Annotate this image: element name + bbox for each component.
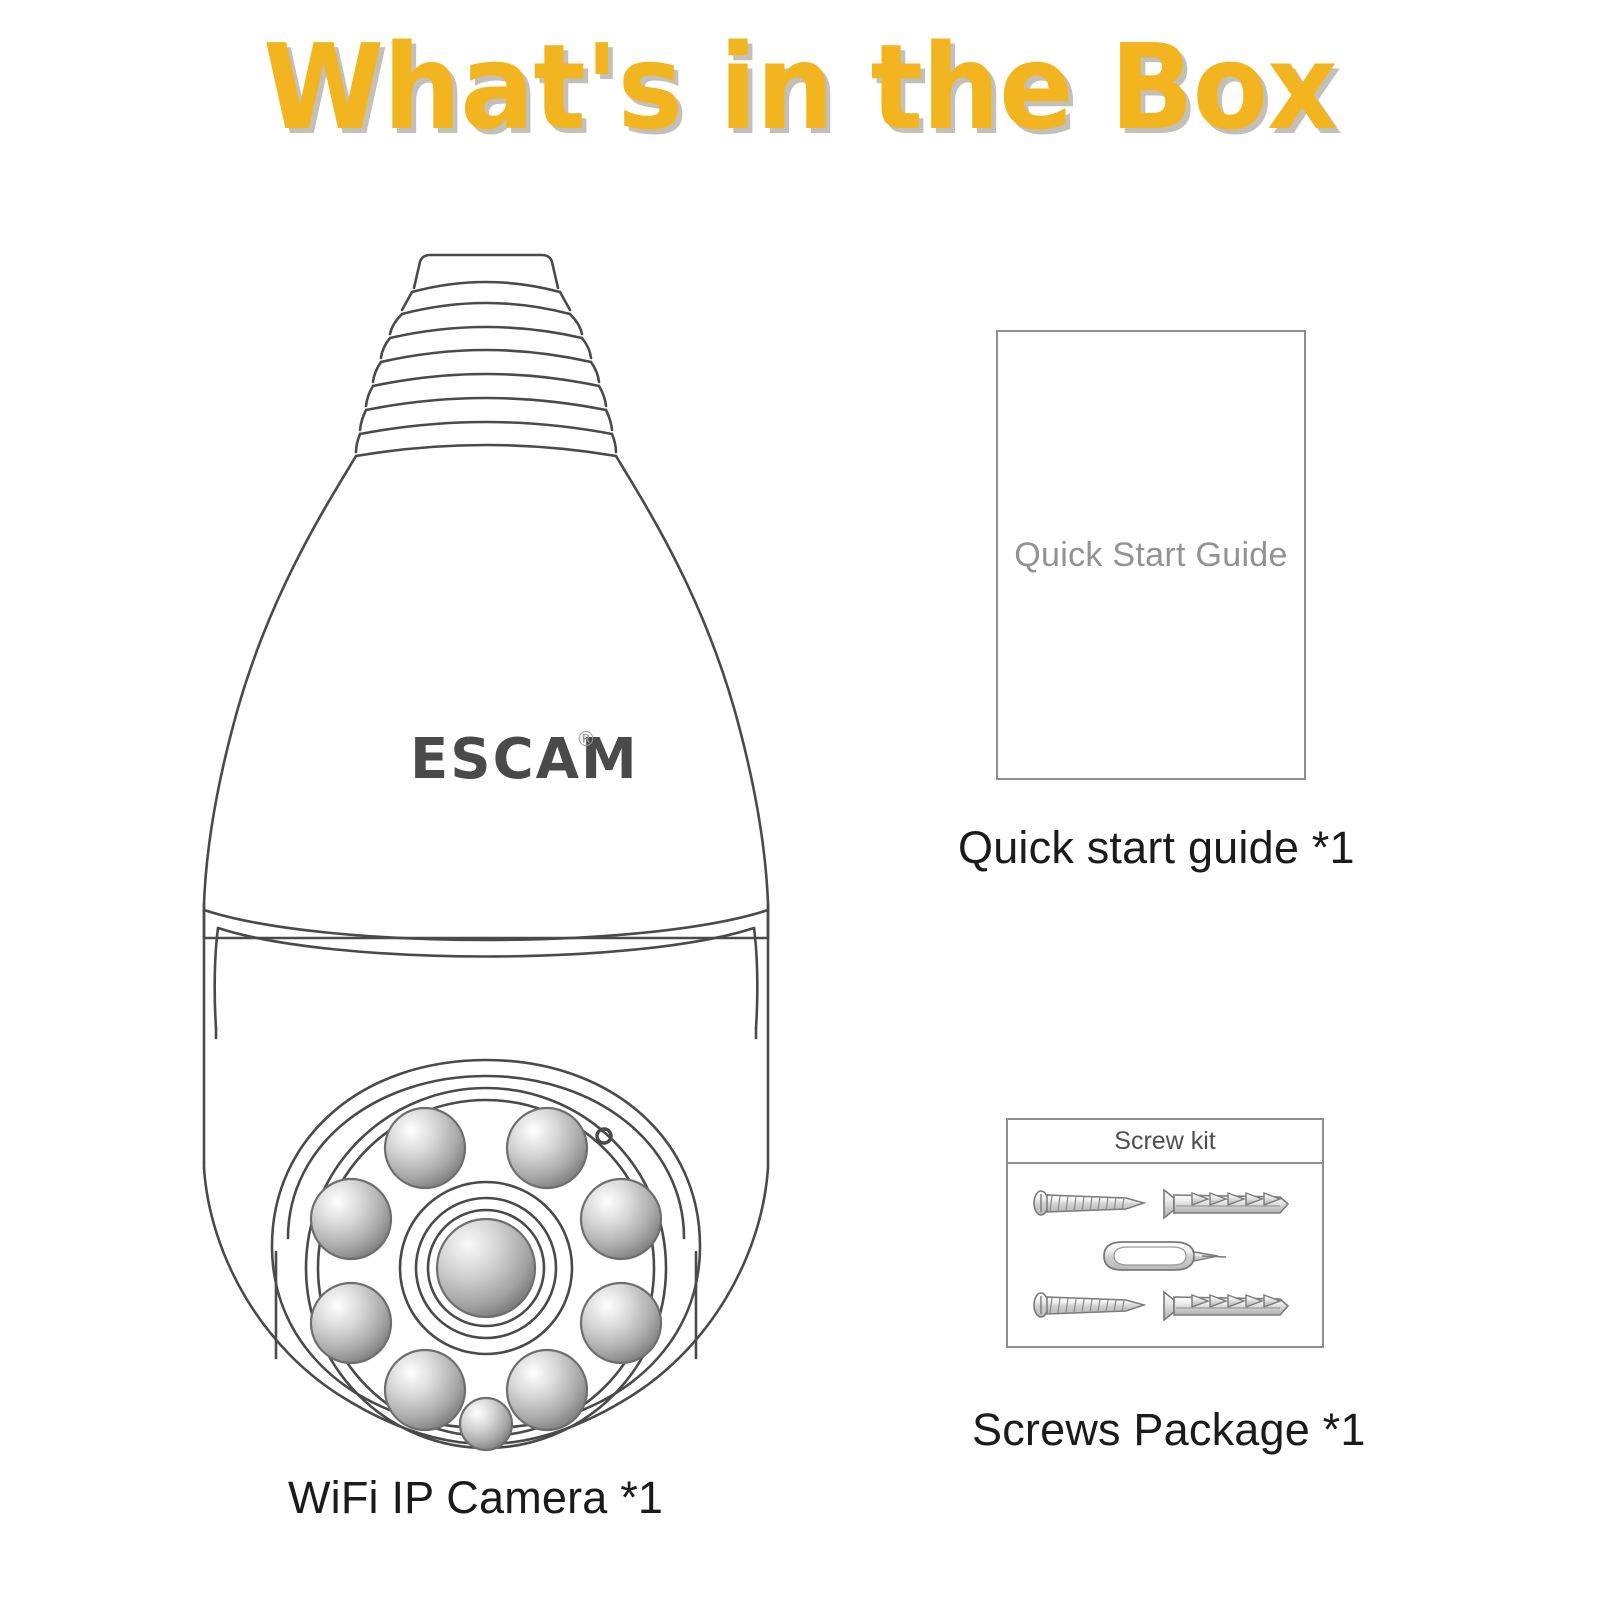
ir-led bbox=[505, 1106, 589, 1190]
bulb-body-outline bbox=[202, 454, 770, 940]
bulb-thread-edge-l7 bbox=[354, 432, 362, 454]
bulb-thread-edge-l1 bbox=[400, 290, 414, 312]
wall-anchor-icon bbox=[1163, 1290, 1290, 1322]
ir-led-array bbox=[309, 1106, 663, 1452]
gimbal-cradle-inner-arc bbox=[286, 1074, 686, 1240]
screws-package-caption: Screws Package *1 bbox=[972, 1404, 1366, 1455]
bulb-thread-edge-r3 bbox=[580, 336, 593, 360]
bulb-thread-edge-l6 bbox=[358, 408, 368, 432]
housing-top-seam-inner bbox=[216, 926, 756, 958]
ir-led bbox=[505, 1348, 589, 1432]
wall-anchor-icon bbox=[1163, 1188, 1290, 1220]
screw-kit-header-label: Screw kit bbox=[1008, 1120, 1322, 1164]
bulb-thread-arc-1 bbox=[410, 280, 562, 294]
ir-led bbox=[383, 1348, 467, 1432]
screw-icon bbox=[1033, 1190, 1147, 1216]
light-sensor-icon bbox=[595, 1127, 613, 1145]
bulb-base-tip bbox=[412, 253, 560, 290]
screw-kit-illustration: Screw kit bbox=[1006, 1118, 1324, 1348]
screw-kit-svg bbox=[1033, 1188, 1290, 1322]
screw-kit-contents bbox=[1008, 1164, 1322, 1350]
quick-start-guide-caption: Quick start guide *1 bbox=[958, 822, 1355, 873]
bulb-thread-edge-r7 bbox=[610, 432, 618, 454]
bulb-thread-edge-r2 bbox=[568, 312, 584, 336]
ir-led bbox=[579, 1281, 663, 1365]
bulb-thread-edge-l2 bbox=[388, 312, 404, 336]
bulb-thread-edge-l5 bbox=[364, 384, 375, 408]
bulb-thread-arc-7 bbox=[358, 420, 614, 436]
ir-led bbox=[383, 1106, 467, 1190]
bulb-thread-edge-l3 bbox=[379, 336, 392, 360]
wifi-ip-camera-caption: WiFi IP Camera *1 bbox=[288, 1472, 664, 1523]
bulb-thread-edge-r5 bbox=[597, 384, 608, 408]
bulb-thread-edge-r4 bbox=[589, 360, 601, 384]
reset-pin-icon bbox=[1103, 1241, 1227, 1271]
bulb-thread-arc-5 bbox=[371, 372, 601, 388]
bulb-thread-edge-l4 bbox=[371, 360, 383, 384]
ir-led-small bbox=[458, 1396, 514, 1452]
lens-ring-middle bbox=[414, 1196, 558, 1340]
housing-top-seam-outer bbox=[202, 908, 770, 942]
lens-ring-outer bbox=[398, 1180, 574, 1356]
quick-start-guide-illustration: Quick Start Guide bbox=[996, 330, 1306, 780]
bulb-thread-edge-r1 bbox=[558, 290, 572, 312]
registered-trademark-icon: ® bbox=[576, 727, 596, 751]
bulb-thread-arc-8 bbox=[354, 443, 618, 458]
escam-logo: ESCAM bbox=[410, 727, 639, 792]
bulb-thread-arc-6 bbox=[364, 396, 608, 412]
bulb-thread-arc-2 bbox=[400, 301, 572, 316]
lens-ring-inner bbox=[426, 1208, 546, 1328]
bulb-thread-arc-4 bbox=[379, 348, 593, 364]
bulb-camera-svg: ESCAM ® bbox=[202, 253, 770, 1452]
ir-led bbox=[579, 1177, 663, 1261]
yoke-rail-right-inner bbox=[752, 926, 759, 1030]
ir-led bbox=[309, 1281, 393, 1365]
page-title: What's in the Box bbox=[262, 18, 1338, 156]
bulb-thread-edge-r6 bbox=[604, 408, 614, 432]
ir-led bbox=[309, 1177, 393, 1261]
screw-icon bbox=[1033, 1292, 1147, 1318]
quick-start-guide-cover-label: Quick Start Guide bbox=[1014, 535, 1288, 574]
yoke-rail-left-inner bbox=[213, 926, 220, 1030]
camera-lens-glass bbox=[435, 1217, 537, 1319]
wifi-ip-camera-illustration: ESCAM ® bbox=[176, 238, 796, 1468]
bulb-thread-arc-3 bbox=[388, 325, 584, 340]
